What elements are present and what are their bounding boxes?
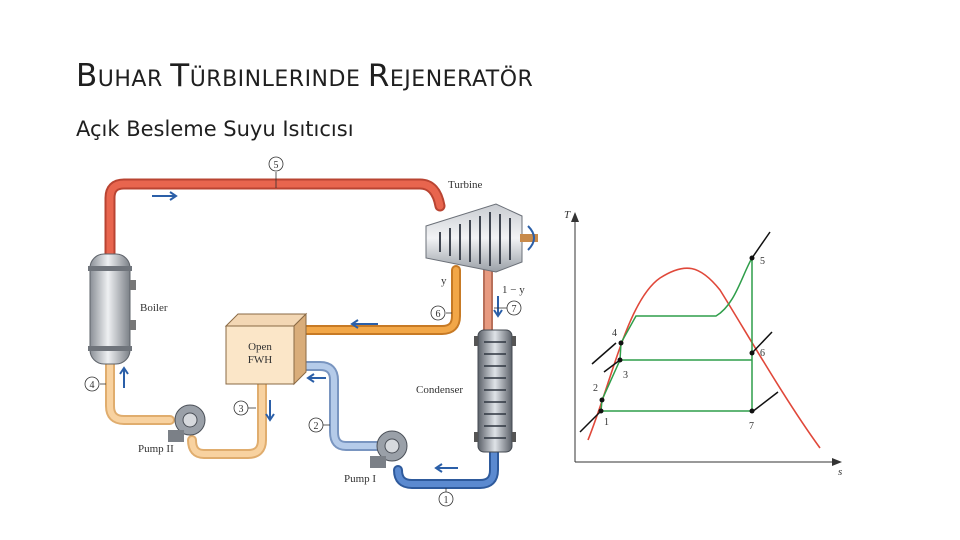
open-fwh <box>224 312 308 386</box>
ts-label-1: 1 <box>604 417 609 428</box>
state-4-marker <box>84 376 100 392</box>
ts-label-3: 3 <box>623 370 628 381</box>
state-5-number: 5 <box>274 160 279 171</box>
condenser <box>474 329 516 453</box>
ts-label-6: 6 <box>760 348 765 359</box>
isobar-mid <box>603 331 773 373</box>
arrow-condensate-1 <box>434 463 458 473</box>
cycle-path <box>600 255 753 412</box>
ts-axis-s-label: s <box>838 466 842 478</box>
open-fwh-label-line2: FWH <box>248 354 273 366</box>
ts-point-3 <box>617 357 623 363</box>
state-6-marker <box>430 305 446 321</box>
condenser-label: Condenser <box>416 384 463 396</box>
feed-pipe-4 <box>105 357 175 425</box>
arrow-extraction <box>350 319 378 329</box>
open-fwh-label-line1: Open <box>248 341 272 353</box>
ts-point-1 <box>598 408 604 414</box>
pump-1 <box>370 430 408 468</box>
fraction-one-minus-y-label: 1 − y <box>502 284 525 296</box>
isobar-low <box>579 391 779 433</box>
state-6-number: 6 <box>436 309 441 320</box>
ts-label-5: 5 <box>760 256 765 267</box>
extraction-pipe <box>299 265 461 335</box>
slide-subtitle: Açık Besleme Suyu Isıtıcısı <box>76 117 354 141</box>
ts-label-4: 4 <box>612 328 617 339</box>
state-2-number: 2 <box>314 421 319 432</box>
boiler-label: Boiler <box>140 302 168 314</box>
pump-1-label: Pump I <box>344 473 376 485</box>
ts-label-7: 7 <box>749 421 754 432</box>
isobar-high <box>591 231 771 365</box>
turbine-label: Turbine <box>448 179 483 191</box>
slide-title: BUHAR TÜRBINLERINDE REJENERATÖR <box>76 58 534 94</box>
state-3-number: 3 <box>239 404 244 415</box>
state-1-number: 1 <box>444 495 449 506</box>
arrow-exhaust <box>493 296 503 318</box>
arrow-steam <box>152 191 178 201</box>
turbine <box>425 203 538 273</box>
saturation-dome <box>587 267 821 449</box>
boiler <box>88 253 136 365</box>
pump-2 <box>168 404 206 442</box>
ts-label-2: 2 <box>593 383 598 394</box>
state-7-number: 7 <box>512 304 517 315</box>
state-2-marker <box>308 417 324 433</box>
ts-point-6 <box>749 350 755 356</box>
ts-diagram: T s 1 2 3 4 5 6 7 <box>564 209 842 478</box>
arrow-feed-3 <box>265 400 275 422</box>
state-3-marker <box>233 400 249 416</box>
state-4-number: 4 <box>90 380 95 391</box>
state-markers <box>84 156 522 507</box>
ts-point-7 <box>749 408 755 414</box>
state-1-marker <box>438 491 454 507</box>
ts-point-2 <box>599 397 605 403</box>
arrow-condensate-2 <box>306 373 326 383</box>
arrow-feed-4 <box>119 366 129 388</box>
ts-state-points <box>598 255 755 414</box>
fraction-y-label: y <box>441 275 447 287</box>
state-7-marker <box>506 300 522 316</box>
state-5-marker <box>268 156 284 172</box>
ts-point-4 <box>618 340 624 346</box>
flow-arrows <box>119 191 503 473</box>
pipe-network <box>104 178 499 489</box>
ts-point-5 <box>749 255 755 261</box>
pump-2-label: Pump II <box>138 443 174 455</box>
ts-axis-t-label: T <box>564 209 571 221</box>
